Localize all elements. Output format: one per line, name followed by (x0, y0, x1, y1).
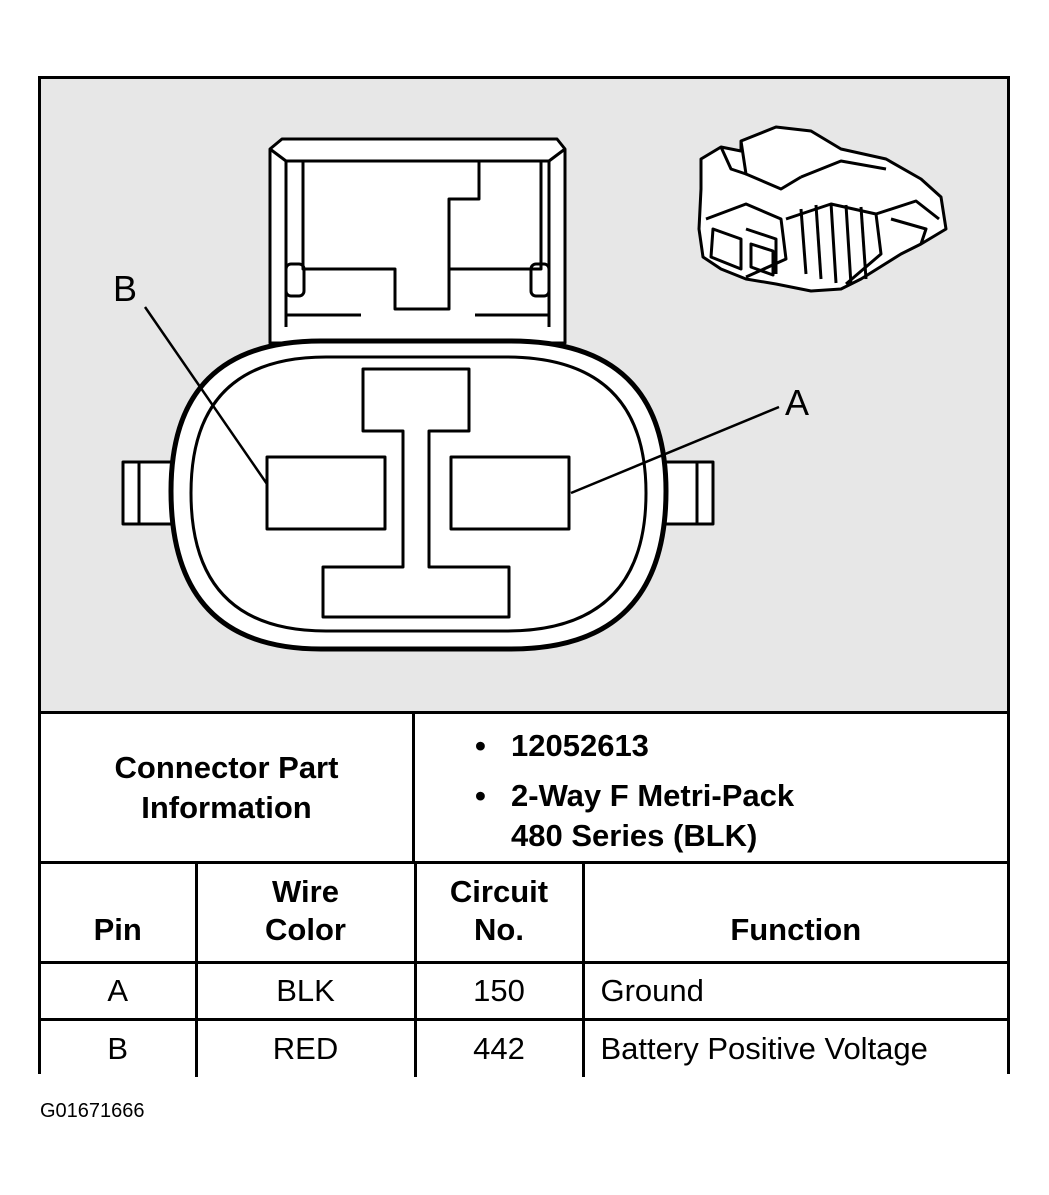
pin-cell: B (41, 1019, 198, 1077)
connector-part-details: • 12052613 • 2-Way F Metri-Pack 480 Seri… (415, 714, 1007, 861)
connector-part-information-label: Connector Part Information (41, 714, 415, 861)
left-lock-tab (121, 460, 175, 526)
connector-center-key (321, 367, 511, 619)
connector-face-diagram: B A (113, 125, 948, 652)
connector-part-information: Connector Part Information • 12052613 • … (41, 711, 1007, 861)
leader-line-a (570, 405, 780, 495)
wire-color-cell: BLK (196, 962, 417, 1020)
part-number: 12052613 (511, 728, 649, 763)
terminal-cavity-b (265, 455, 387, 531)
leader-line-b (143, 306, 269, 485)
connector-3d-illustration (697, 125, 948, 293)
header-pin: Pin (41, 862, 198, 963)
table-row: B RED 442 Battery Positive Voltage (41, 1019, 1007, 1077)
circuit-cell: 442 (415, 1019, 585, 1077)
function-cell: Ground (600, 973, 704, 1008)
connector-description-line2: 480 Series (BLK) (511, 818, 758, 853)
connector-diagram-frame: B A Connector Part Information • 1205261… (38, 76, 1010, 1077)
right-lock-tab (661, 460, 715, 526)
header-function: Function (730, 912, 862, 947)
table-row: A BLK 150 Ground (41, 962, 1007, 1020)
connector-description-line1: 2-Way F Metri-Pack (511, 778, 795, 813)
connector-latch-housing (268, 137, 567, 345)
pin-b-label: B (113, 268, 137, 309)
pin-a-label: A (785, 382, 809, 423)
circuit-cell: 150 (415, 962, 585, 1020)
figure-id: G01671666 (40, 1100, 145, 1122)
terminal-cavity-a (449, 455, 571, 531)
pin-cell: A (41, 962, 198, 1020)
function-cell: Battery Positive Voltage (600, 1030, 928, 1066)
wire-color-cell: RED (196, 1019, 417, 1077)
